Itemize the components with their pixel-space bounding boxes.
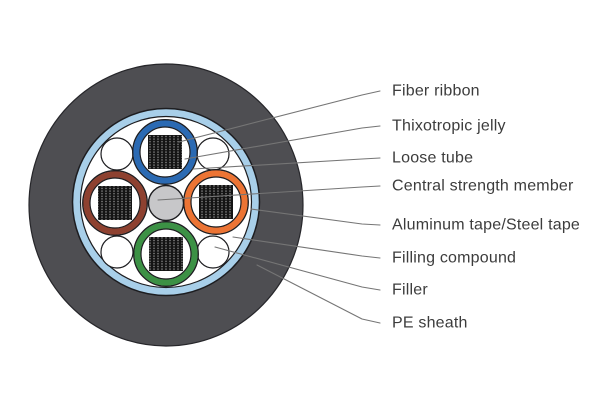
central-strength-member	[147, 184, 185, 222]
loose-tube-left-inner-outline	[89, 177, 141, 229]
leader-line-central-strength-member	[157, 185, 381, 201]
loose-tube-bottom	[133, 221, 199, 287]
leader-line-loose-tube	[192, 157, 381, 170]
fiber-ribbon-bottom	[149, 237, 183, 271]
label-aluminum-tape: Aluminum tape/Steel tape	[392, 217, 580, 234]
loose-tube-right	[183, 169, 249, 235]
filler-bottom-right	[196, 235, 230, 269]
filler-bottom-left	[100, 235, 134, 269]
fiber-ribbon-left	[98, 186, 132, 220]
label-central-strength-member: Central strength member	[392, 178, 574, 195]
leader-line-filler	[214, 246, 381, 291]
leader-line-pe-sheath	[256, 264, 381, 324]
label-pe-sheath: PE sheath	[392, 315, 468, 332]
leader-line-thixotropic-jelly	[184, 125, 381, 160]
loose-tube-left-band	[83, 171, 147, 235]
fiber-ribbon-top	[148, 135, 182, 169]
leader-line-fiber-ribbon	[178, 90, 381, 143]
loose-tube-right-band	[184, 170, 248, 234]
filler-top-left	[100, 137, 134, 171]
loose-tube-left	[82, 170, 148, 236]
labels: Fiber ribbon Thixotropic jelly Loose tub…	[392, 83, 580, 332]
label-thixotropic-jelly: Thixotropic jelly	[392, 118, 506, 135]
label-filler: Filler	[392, 282, 428, 299]
label-fiber-ribbon: Fiber ribbon	[392, 83, 480, 100]
fiber-ribbon-right	[199, 185, 233, 219]
label-loose-tube: Loose tube	[392, 150, 473, 167]
label-filling-compound: Filling compound	[392, 250, 516, 267]
loose-tube-right-inner-outline	[190, 176, 242, 228]
leader-lines	[157, 90, 381, 324]
loose-tube-top-inner-outline	[139, 126, 191, 178]
loose-tube-top	[132, 119, 198, 185]
leader-line-aluminum-tape	[250, 208, 381, 226]
loose-tube-bottom-band	[134, 222, 198, 286]
leader-line-filling-compound	[232, 236, 381, 259]
loose-tube-bottom-inner-outline	[140, 228, 192, 280]
loose-tube-top-band	[133, 120, 197, 184]
